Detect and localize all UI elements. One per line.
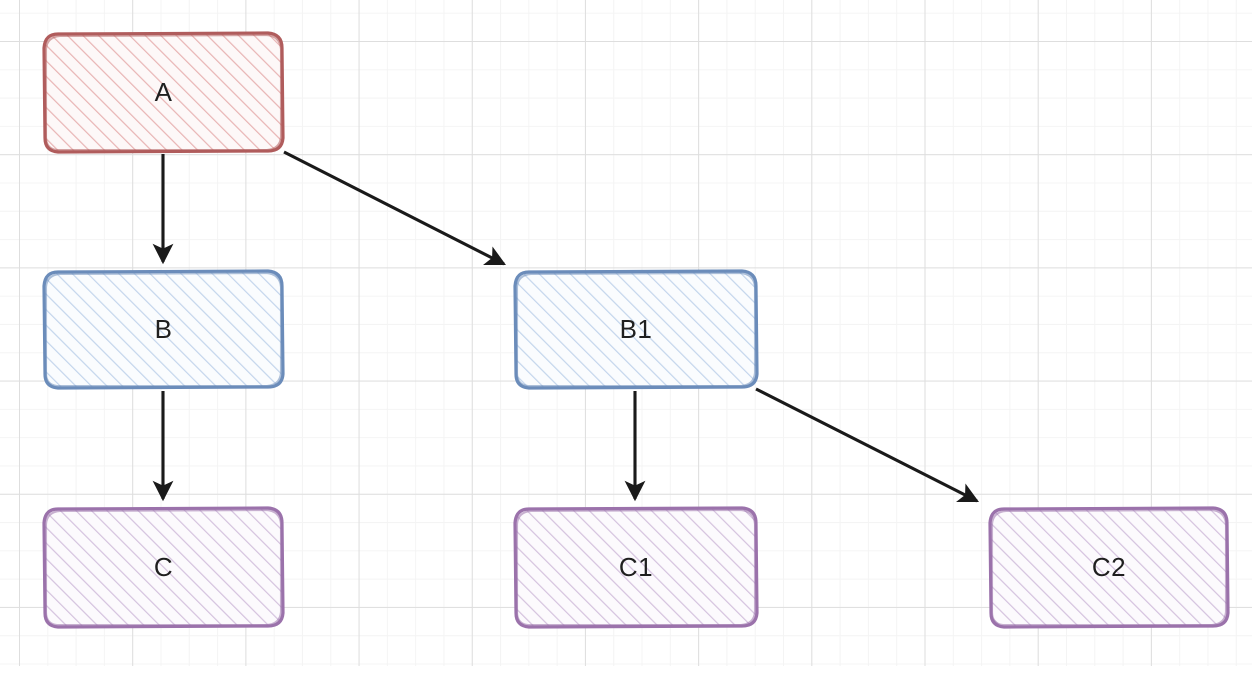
node-b-fill xyxy=(44,271,283,388)
node-c-border-sketch xyxy=(44,508,283,627)
node-c2-border-sketch xyxy=(990,508,1228,627)
node-c2[interactable] xyxy=(988,506,1230,629)
node-c[interactable] xyxy=(42,506,285,629)
node-b-border xyxy=(42,269,285,390)
node-a-border xyxy=(42,31,285,154)
node-c-border xyxy=(42,506,285,629)
node-a-border-sketch xyxy=(44,33,283,152)
node-b[interactable] xyxy=(42,269,285,390)
edge-b1-to-c2 xyxy=(755,387,979,503)
node-b1[interactable] xyxy=(513,269,759,390)
node-c-fill xyxy=(44,508,283,627)
node-b1-fill xyxy=(515,271,757,388)
node-c1-fill xyxy=(515,508,757,627)
node-c1-border xyxy=(513,506,759,629)
edge-a-to-b1 xyxy=(283,150,506,266)
edge-layer xyxy=(152,150,979,503)
node-c1[interactable] xyxy=(513,506,759,629)
node-b1-border xyxy=(513,269,759,390)
node-c1-border-sketch xyxy=(515,508,757,627)
node-b1-border-sketch xyxy=(515,271,757,388)
node-c2-border xyxy=(988,506,1230,629)
node-a-fill xyxy=(44,33,283,152)
node-c2-fill xyxy=(990,508,1228,627)
node-a[interactable] xyxy=(42,31,285,154)
node-b-border-sketch xyxy=(44,271,283,388)
